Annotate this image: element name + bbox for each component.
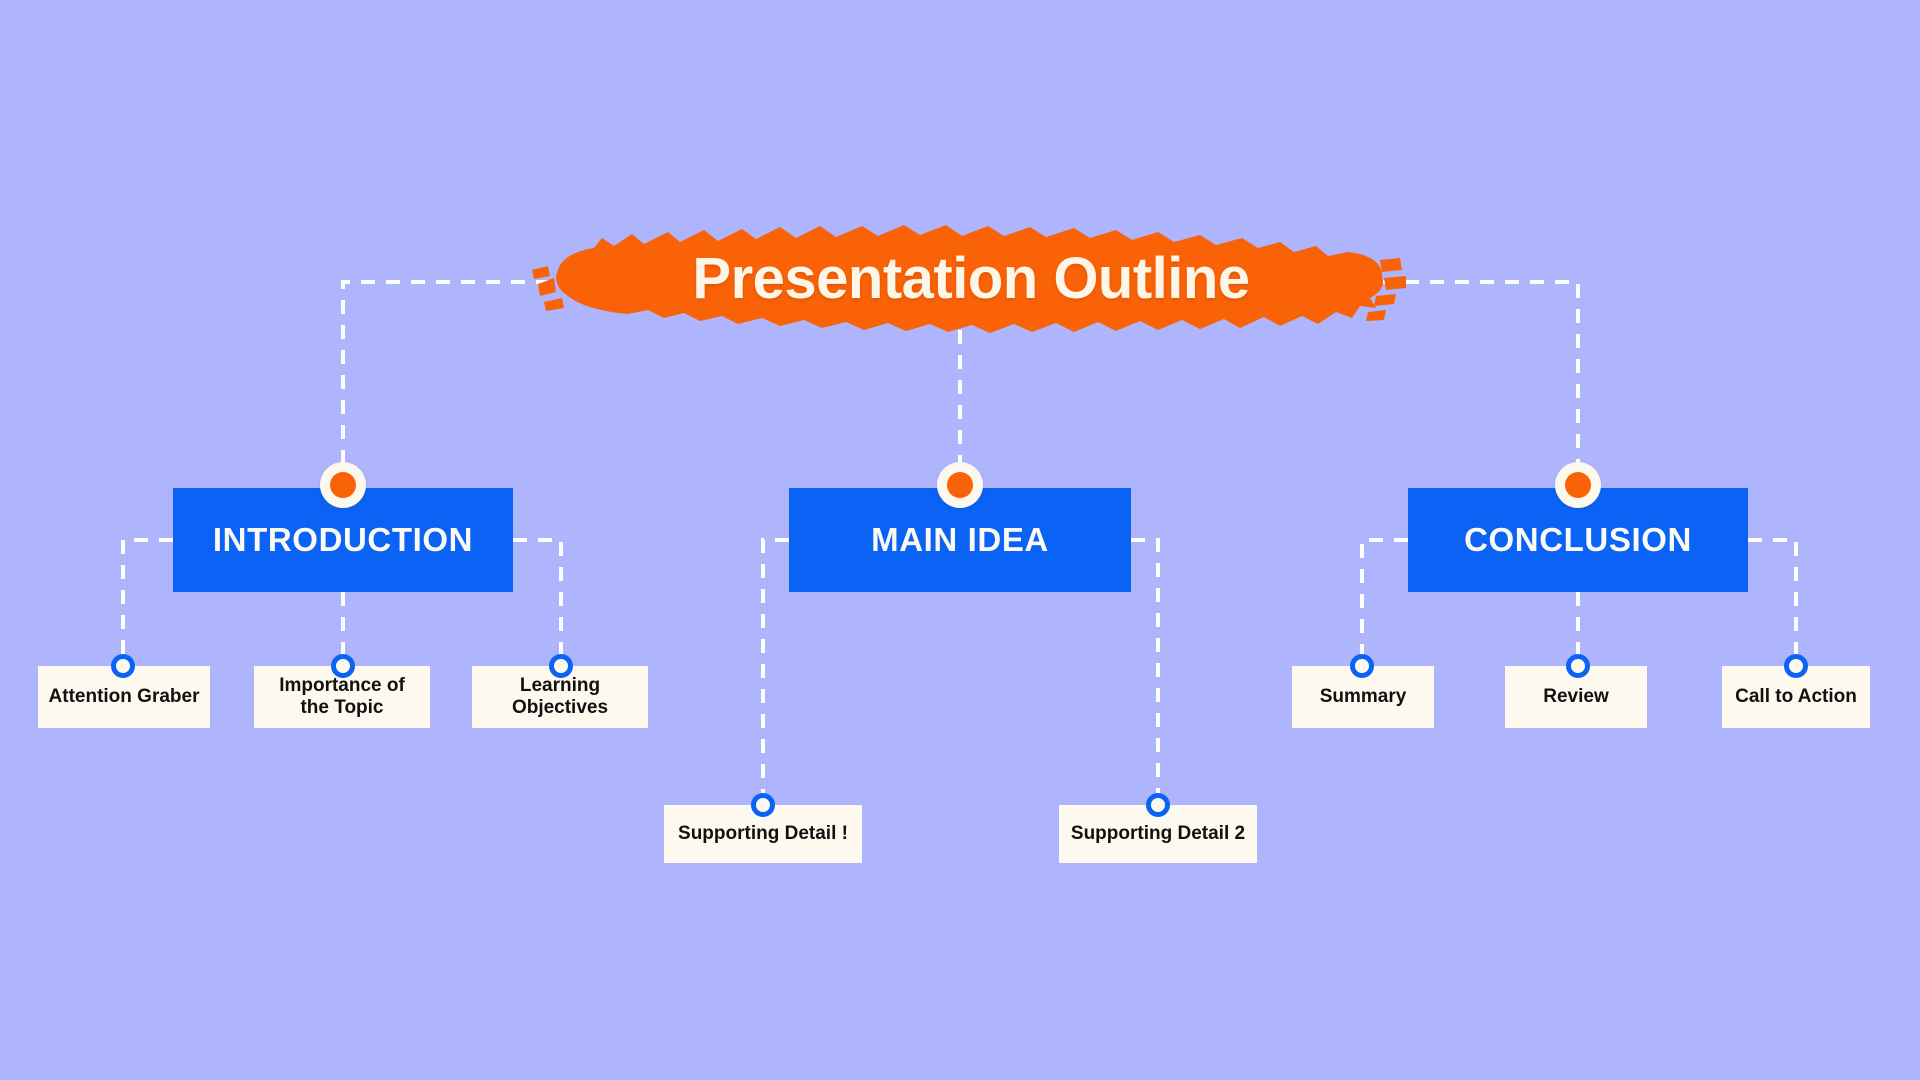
leaf-label-attention-graber: Attention Graber [48, 686, 200, 708]
leaf-label-review: Review [1543, 686, 1609, 708]
node-main-idea-pin [937, 462, 983, 508]
leaf-box-supporting-detail-2[interactable]: Supporting Detail 2 [1059, 805, 1257, 863]
wire-mainidea-child1 [761, 538, 789, 800]
wire-mainidea-child2 [1131, 538, 1160, 800]
node-conclusion-pin [1555, 462, 1601, 508]
leaf-box-summary[interactable]: Summary [1292, 666, 1434, 728]
node-introduction-pin [320, 462, 366, 508]
leaf-label-supporting-detail-1: Supporting Detail ! [678, 823, 848, 845]
wire-introduction-child1 [121, 538, 173, 660]
node-attention-graber-ring [111, 654, 135, 678]
leaf-label-importance-topic: Importance of the Topic [279, 675, 405, 718]
node-supporting-detail-2-ring [1146, 793, 1170, 817]
leaf-label-call-to-action: Call to Action [1735, 686, 1857, 708]
node-review-ring [1566, 654, 1590, 678]
leaf-box-importance-topic[interactable]: Importance of the Topic [254, 666, 430, 728]
wire-introduction-child3 [513, 538, 563, 660]
branch-label-introduction: INTRODUCTION [212, 521, 474, 558]
node-importance-topic-ring [331, 654, 355, 678]
leaf-label-learning-objectives: Learning Objectives [511, 675, 609, 718]
page-title: Presentation Outline [692, 245, 1250, 311]
node-supporting-detail-1-ring [751, 793, 775, 817]
wire-conclusion-child3 [1748, 538, 1798, 660]
node-call-to-action-ring [1784, 654, 1808, 678]
node-learning-objectives-ring [549, 654, 573, 678]
leaf-box-review[interactable]: Review [1505, 666, 1647, 728]
title-banner: Presentation Outline [528, 208, 1408, 348]
branch-label-conclusion: CONCLUSION [1464, 521, 1692, 558]
wire-conclusion-child1 [1360, 538, 1408, 660]
node-summary-ring [1350, 654, 1374, 678]
branch-label-main-idea: MAIN IDEA [871, 521, 1049, 558]
leaf-label-supporting-detail-2: Supporting Detail 2 [1070, 823, 1246, 845]
leaf-label-summary: Summary [1319, 686, 1407, 708]
